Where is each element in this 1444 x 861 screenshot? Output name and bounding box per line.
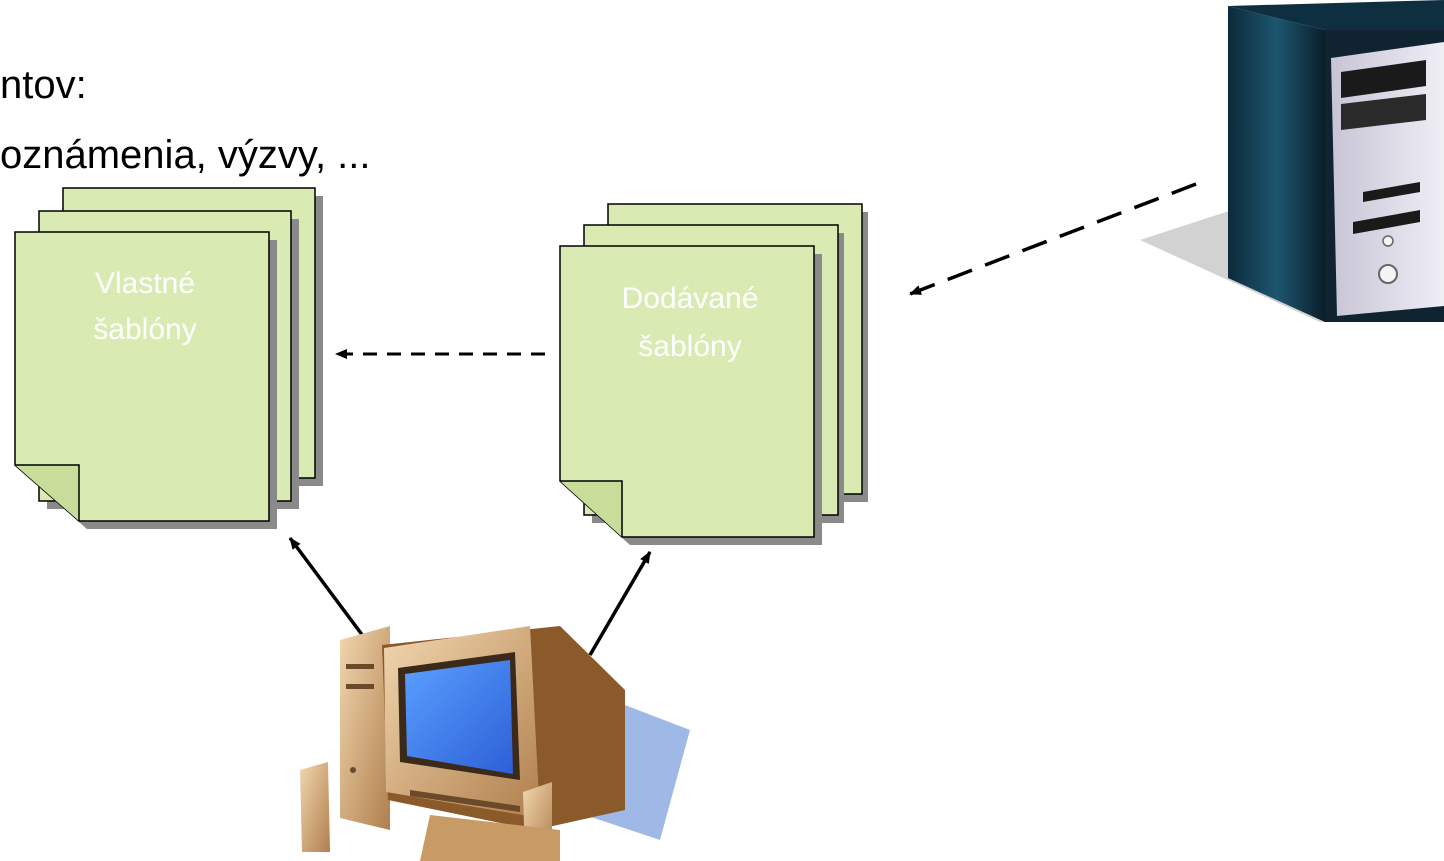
edit-arrow-left [288, 536, 368, 642]
page-sheet-front [14, 231, 277, 529]
own-templates-label-line-1: Vlastné [95, 267, 195, 300]
use-arrow-right [588, 551, 652, 656]
supplied-templates-stack: Dodávané šablóny [559, 203, 868, 545]
own-templates-stack: Vlastné šablóny [14, 187, 323, 529]
own-templates-label-line-2: šablóny [93, 313, 196, 346]
supplied-templates-label-line-2: šablóny [638, 330, 741, 363]
supplied-templates-label-line-1: Dodávané [622, 282, 759, 315]
slide-text-line-2: oznámenia, výzvy, ... [0, 133, 371, 177]
server-tower-icon [1140, 0, 1444, 322]
page-sheet-front [559, 245, 822, 545]
download-arrow-dashed [909, 182, 1197, 296]
desktop-computer-icon [300, 626, 690, 861]
slide-text-line-1: ntov: [0, 63, 87, 107]
